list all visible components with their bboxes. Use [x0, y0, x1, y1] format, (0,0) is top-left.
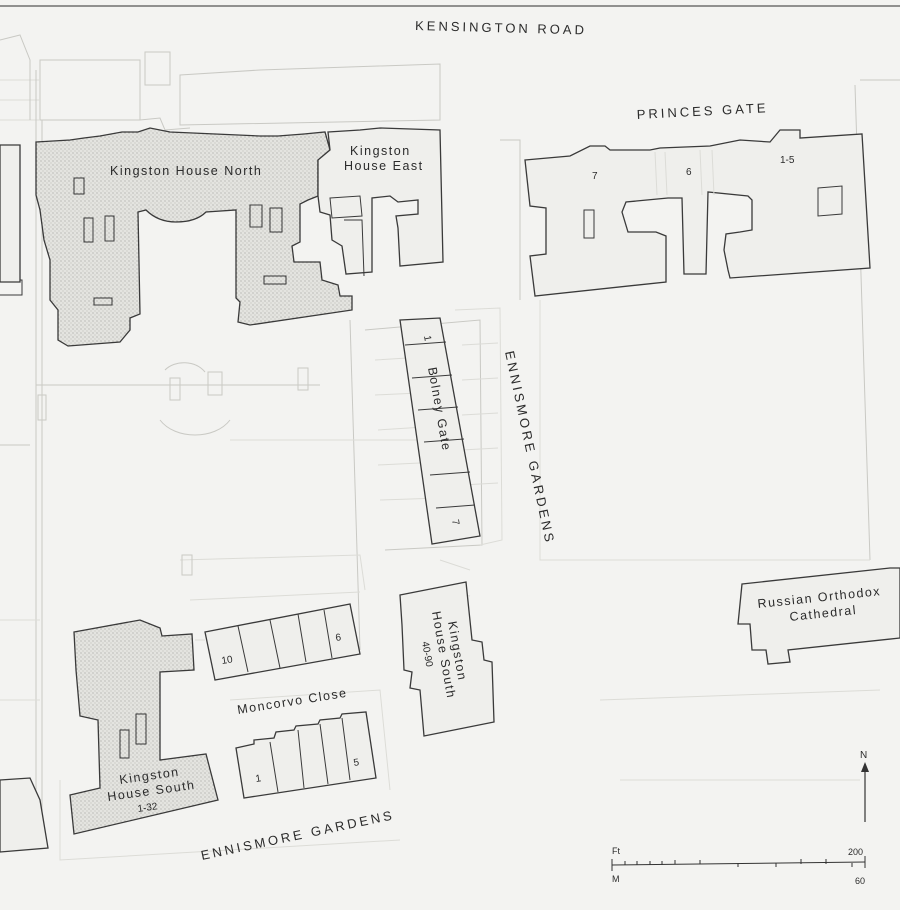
moncorvo-north-divisions [237, 609, 333, 673]
kingston-house-east-label-2: House East [344, 159, 424, 173]
moncorvo-number-10: 10 [221, 654, 234, 667]
kingston-house-north-label: Kingston House North [110, 164, 262, 178]
princes-gate-terrace [524, 129, 871, 297]
bolney-gate-number-1: 1 [421, 335, 433, 343]
khs-windows [119, 713, 147, 759]
khn-windows [73, 177, 287, 306]
background-plot-lines [0, 34, 900, 861]
kensington-road-label: KENSINGTON ROAD [415, 18, 587, 37]
west-building-strip [0, 144, 21, 283]
princes-gate-number-7: 7 [592, 171, 598, 182]
north-arrow-icon: N [860, 750, 869, 822]
scale-max-metres: 60 [855, 876, 865, 886]
moncorvo-number-1: 1 [255, 773, 263, 785]
southwest-building [0, 777, 49, 853]
scale-unit-feet: Ft [612, 846, 620, 856]
moncorvo-number-6: 6 [335, 632, 343, 644]
outbuildings [0, 117, 309, 576]
kingston-house-south-40-90-numbers: 40-90 [419, 641, 434, 669]
moncorvo-south-divisions [269, 717, 351, 793]
bolney-gate-number-7: 7 [449, 519, 461, 527]
moncorvo-close-label: Moncorvo Close [236, 686, 348, 717]
princes-gate-number-1-5: 1-5 [780, 155, 795, 166]
kingston-house-south-1-32-numbers: 1-32 [137, 801, 159, 815]
princes-gate-party-walls [583, 149, 843, 239]
kingston-house-east-building [317, 127, 444, 275]
kingston-house-east-label-1: Kingston [350, 144, 411, 158]
princes-gate-label: PRINCES GATE [636, 100, 768, 122]
princes-gate-number-6: 6 [686, 167, 692, 178]
north-arrow-label: N [860, 750, 867, 761]
kingston-house-south-1-32 [69, 619, 219, 835]
ennismore-gardens-east-label: ENNISMORE GARDENS [502, 350, 558, 546]
scale-unit-metres: M [612, 874, 620, 884]
ennismore-gardens-south-label: ENNISMORE GARDENS [200, 807, 396, 863]
bolney-gate-divisions [404, 341, 476, 509]
scale-max-feet: 200 [848, 847, 863, 857]
khe-inner [329, 195, 365, 277]
moncorvo-close-south-block [235, 711, 377, 799]
moncorvo-number-5: 5 [353, 757, 361, 769]
scale-bar: Ft M 200 60 [611, 846, 866, 886]
russian-orthodox-cathedral [737, 567, 900, 665]
moncorvo-close-north-block [204, 603, 361, 681]
bolney-gate-terrace [399, 317, 481, 545]
kingston-house-north-building [35, 127, 353, 347]
kingston-house-south-40-90 [399, 581, 495, 737]
